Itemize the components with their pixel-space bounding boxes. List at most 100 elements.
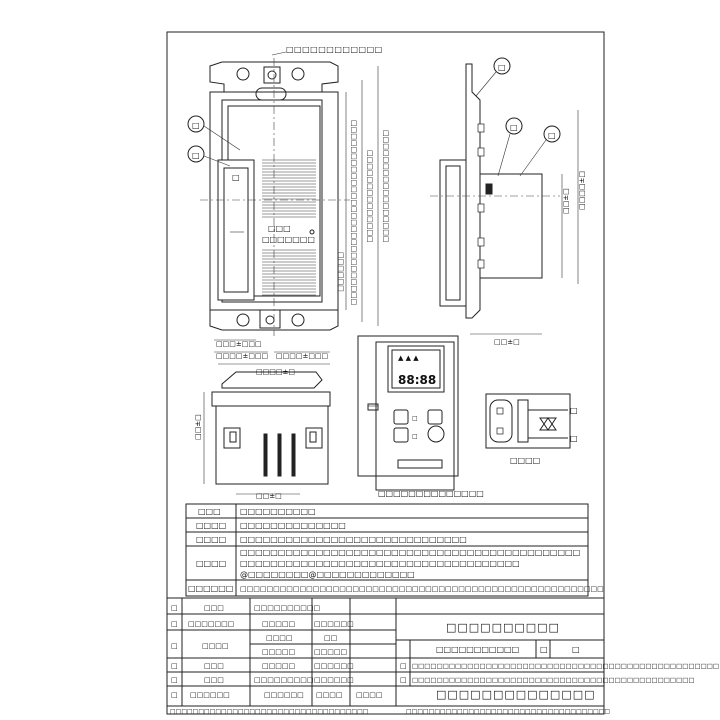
mounting-screw-icon	[236, 67, 250, 81]
spec-value: □□□□□□□□□□□□□□□□□□□□□□□□□□□□□□	[240, 535, 467, 544]
footer-left: □□□□□□□□□□□□□□□□□□□□□□□□□□□□□□□□□□□	[170, 708, 368, 715]
side-height-dim-2: □□□□±□	[578, 171, 586, 210]
svg-text:□: □	[192, 151, 200, 160]
tb-row-a: □□□□□□□	[188, 620, 234, 628]
svg-text:□: □	[192, 121, 200, 130]
tb-row-n: □	[171, 620, 178, 628]
side-width-dim: □□±□	[494, 338, 520, 346]
tb-row-c: □□□□	[316, 691, 342, 699]
tb-note: □	[400, 662, 407, 670]
tb-row-n: □	[171, 604, 178, 612]
front-width-dim-1: □□□±□□□	[216, 340, 262, 348]
bottom-view: □□□□±□ □□±□ □□±□	[194, 363, 331, 500]
drawing-code: □□□□□□□□□□□□□□	[436, 688, 596, 701]
tb-row-n: □	[171, 691, 178, 699]
bottom-height-dim: □□±□	[194, 414, 202, 440]
sub-sheet: □	[572, 645, 580, 654]
panel-caption: □□□□□□□□□□□□□□	[378, 489, 484, 498]
callout-bubble	[505, 117, 523, 135]
tb-row-d: □□□□	[356, 691, 382, 699]
lcd-display	[391, 349, 441, 389]
tb-row-b: □□□□□□□□□□	[254, 604, 320, 612]
spec-value: □□□□□□□□□□	[240, 507, 316, 516]
tb-row-n: □	[171, 642, 178, 650]
side-height-dim: □□±□	[562, 188, 570, 214]
svg-text:□: □	[498, 63, 506, 72]
tb-row-a: □□□	[204, 662, 224, 670]
front-height-mid-dim: □□□□□□□□□□□□□□	[366, 150, 374, 243]
front-height-outer-dim: □□□□□□□□□□□□□□□□□	[382, 130, 390, 242]
lcd-up-arrows: ▲ ▲ ▲	[398, 354, 419, 362]
drawing-title: □□□□□□□□□□	[446, 621, 560, 634]
tb-row-n: □	[171, 662, 178, 670]
control-panel-view: ▲ ▲ ▲ 88:88 □ □ □□□□□□□□□□□□□□	[357, 335, 484, 498]
tb-row-n: □	[171, 676, 178, 684]
tb-note: □□□□□□□□□□□□□□□□□□□□□□□□□□□□□□□□□□□□□□□□…	[412, 676, 695, 684]
svg-text:□□□□□□□: □□□□□□□	[262, 235, 315, 244]
bottom-width-dim: □□□□±□	[256, 368, 295, 376]
spec-head: □□□□	[196, 535, 226, 544]
control-button-row: □□□ □□□□□□□	[262, 224, 315, 244]
mounting-screw-icon	[236, 313, 250, 327]
spec-value: @□□□□□□□□@□□□□□□□□□□□□□	[240, 570, 415, 579]
front-width-dim-3: □□□□±□□□	[276, 352, 328, 360]
tb-row-c: □□	[324, 634, 337, 642]
top-dimension-label: □□□□□□□□□□□□	[286, 45, 383, 54]
spec-head: □□□	[198, 507, 221, 516]
tb-row-b: □□□□□	[262, 662, 295, 670]
tb-note: □□□□□□□□□□□□□□□□□□□□□□□□□□□□□□□□□□□□□□□□…	[412, 662, 719, 670]
tb-row-c: □□□□□	[314, 648, 347, 656]
front-height-small-dim: □□□□□□	[337, 252, 345, 292]
svg-text:□□□: □□□	[268, 224, 291, 233]
tb-row-c: □□□□□□	[314, 620, 354, 628]
front-view: □□□□□□□□□□□□ □ □□□ □□□□□□□	[187, 45, 390, 360]
callout-bubble	[187, 115, 205, 133]
spec-value: □□□□□□□□□□□□□□	[240, 521, 346, 530]
vent-grill	[262, 159, 316, 296]
callout-bubble	[543, 125, 561, 143]
tb-row-b: □□□□□□	[264, 691, 304, 699]
tb-row-b: □□□□□	[262, 648, 295, 656]
side-view: □□±□ □□□□±□ □□±□ □ □ □	[430, 57, 586, 346]
triac-icon	[539, 417, 557, 431]
svg-text:□: □	[548, 131, 556, 140]
circuit-diagram: □ □ □□□□	[485, 393, 578, 465]
control-dial-icon	[427, 425, 445, 443]
tb-row-b: □□□□□□□□□	[254, 676, 314, 684]
spec-value: □□□□□□□□□□□□□□□□□□□□□□□□□□□□□□□□□□□□□□□□…	[240, 585, 604, 593]
tb-row-a: □□□□	[202, 642, 228, 650]
title-block: □ □□□ □□□□□□□□□□ □ □□□□□□□ □□□□□ □□□□□□ …	[166, 597, 719, 715]
front-width-dim-2: □□□□±□□□	[216, 352, 268, 360]
callout-bubble	[493, 57, 511, 75]
control-key	[393, 409, 409, 425]
lcd-digits: 88:88	[398, 373, 436, 387]
tb-row-c: □□□□□□	[314, 676, 354, 684]
spec-head: □□□□	[196, 559, 226, 568]
svg-text:□: □	[412, 415, 418, 422]
tb-row-b: □□□□□	[262, 620, 295, 628]
svg-text:□: □	[510, 123, 518, 132]
tb-row-a: □□□	[204, 676, 224, 684]
tb-note: □	[400, 676, 407, 684]
control-key	[427, 409, 443, 425]
spec-value: □□□□□□□□□□□□□□□□□□□□□□□□□□□□□□□□□□□□□□□□…	[240, 548, 580, 557]
indicator-mark: □	[232, 173, 240, 182]
tb-row-a: □□□□□□	[190, 691, 230, 699]
spec-head: □□□□□□	[188, 584, 233, 593]
tb-row-c: □□□□□□	[314, 662, 354, 670]
front-height-inner-dim: □□□□□□□□□□□□□□□□□□□□□□□□□□□□	[350, 120, 358, 305]
callout-bubble	[187, 145, 205, 163]
bottom-width-dim-2: □□±□	[256, 492, 282, 500]
mounting-screw-icon	[291, 67, 305, 81]
spec-value: □□□□□□□□□□□□□□□□□□□□□□□□□□□□□□□□□□□□□	[240, 559, 520, 568]
drawing-subtitle: □□□□□□□□□□□	[436, 645, 519, 654]
spec-head: □□□□	[196, 521, 226, 530]
tb-row-b: □□□□	[266, 634, 292, 642]
terminal-slots	[477, 123, 485, 269]
svg-text:□: □	[570, 434, 578, 443]
circuit-caption: □□□□	[510, 456, 540, 465]
svg-text:□: □	[412, 433, 418, 440]
footer-right: □□□□□□□□□□□□□□□□□□□□□□□□□□□□□□□□□□□□	[406, 708, 610, 715]
sub-number: □	[540, 645, 548, 654]
